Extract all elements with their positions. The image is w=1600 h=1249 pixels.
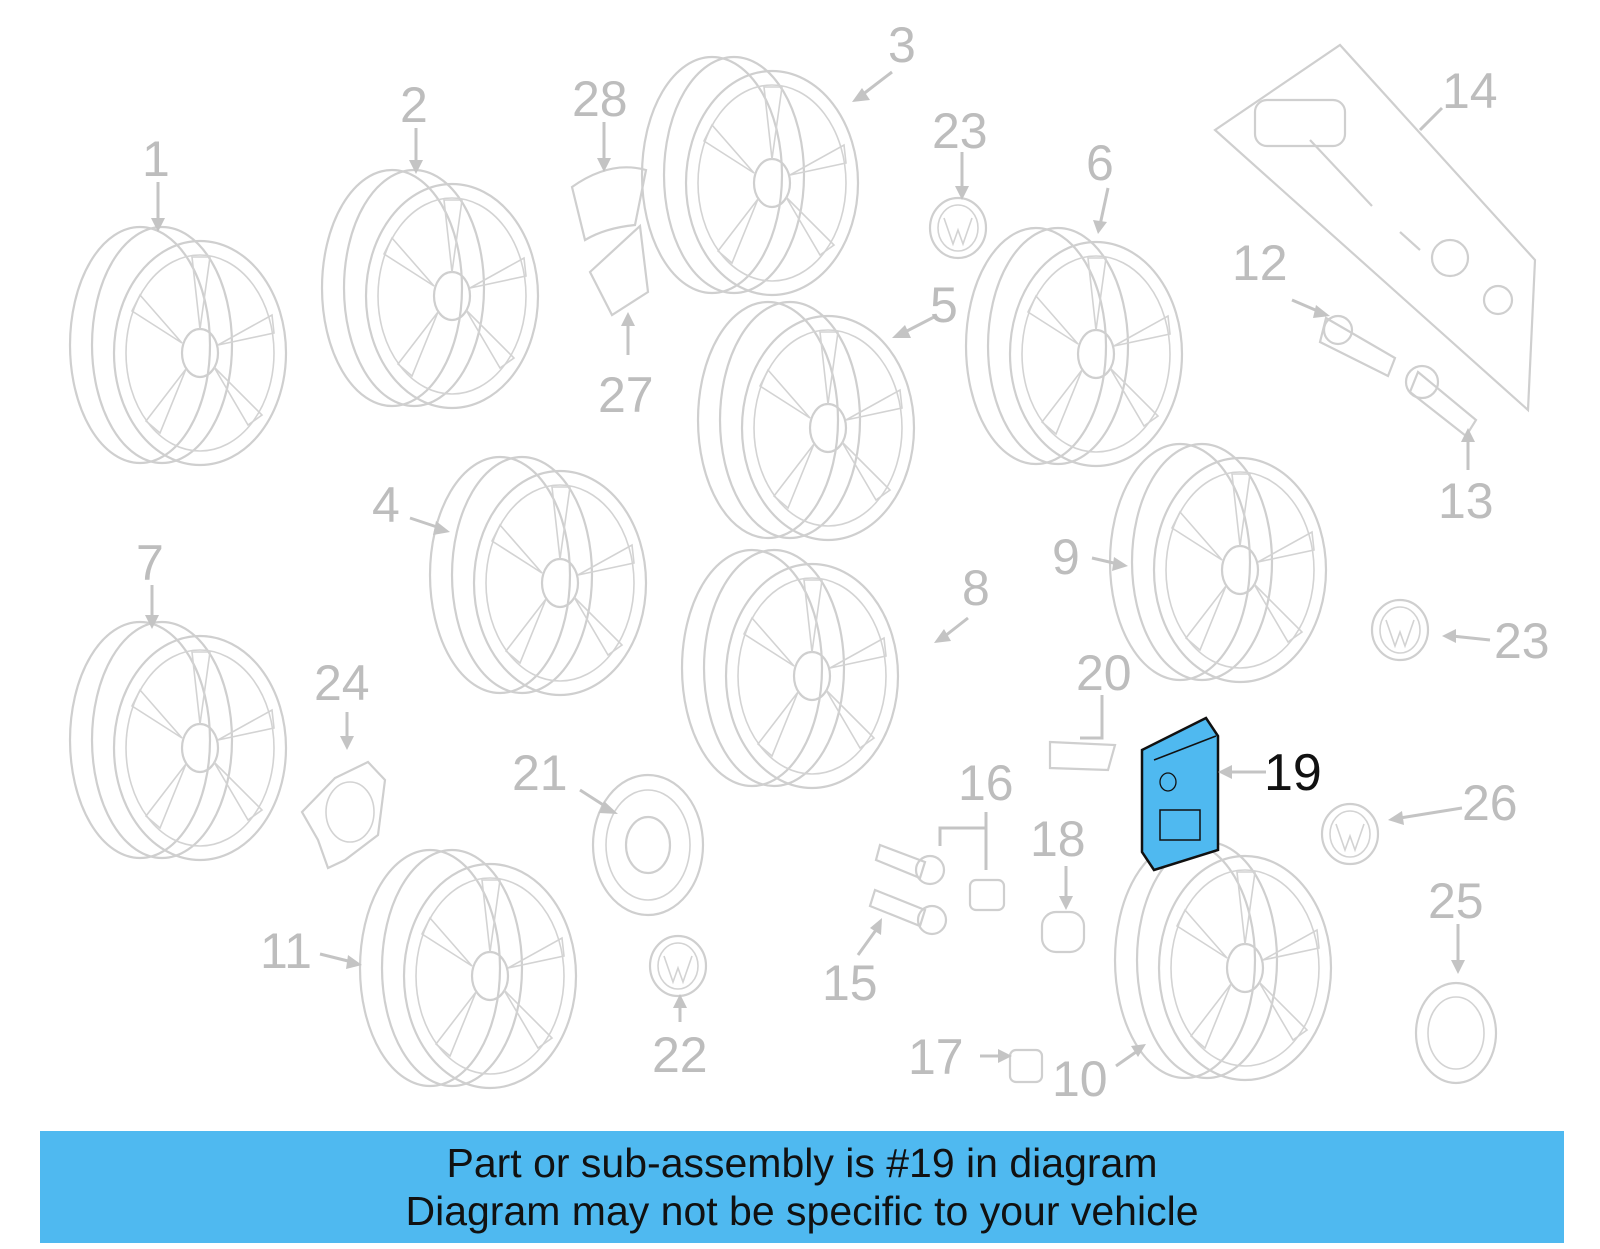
label-17: 17 bbox=[908, 1029, 964, 1085]
label-27: 27 bbox=[598, 367, 654, 423]
label-11: 11 bbox=[260, 923, 312, 979]
label-21: 21 bbox=[512, 745, 568, 801]
label-5: 5 bbox=[930, 277, 958, 333]
label-12: 12 bbox=[1232, 235, 1288, 291]
label-26: 26 bbox=[1462, 775, 1518, 831]
label-15: 15 bbox=[822, 955, 878, 1011]
center-cap-24 bbox=[300, 760, 387, 870]
label-19: 19 bbox=[1264, 744, 1322, 802]
label-13: 13 bbox=[1438, 473, 1494, 529]
emblem-cap-22 bbox=[648, 934, 708, 998]
label-28: 28 bbox=[572, 71, 628, 127]
label-25: 25 bbox=[1428, 873, 1484, 929]
caption-line-2: Diagram may not be specific to your vehi… bbox=[405, 1188, 1199, 1234]
label-14: 14 bbox=[1442, 63, 1498, 119]
leader-lines bbox=[145, 70, 1491, 1068]
label-22: 22 bbox=[652, 1027, 708, 1083]
emblem-cap-23-top bbox=[928, 196, 988, 260]
wheel-2 bbox=[320, 168, 540, 410]
wheel-7 bbox=[68, 620, 288, 862]
label-1: 1 bbox=[142, 131, 170, 187]
wheel-11 bbox=[358, 848, 578, 1090]
label-2: 2 bbox=[400, 77, 428, 133]
emblem-cap-26 bbox=[1320, 802, 1380, 866]
label-24: 24 bbox=[314, 655, 370, 711]
label-6: 6 bbox=[1086, 135, 1114, 191]
label-8: 8 bbox=[962, 560, 990, 616]
wheel-weights-27-28 bbox=[570, 166, 650, 317]
wheel-1 bbox=[68, 225, 288, 467]
center-cap-25 bbox=[1414, 981, 1498, 1085]
label-18: 18 bbox=[1030, 811, 1086, 867]
wheel-6 bbox=[964, 226, 1184, 468]
label-23-top: 23 bbox=[932, 103, 988, 159]
tpms-sensor-kit-14 bbox=[1213, 43, 1537, 413]
tire-pressure-label-19-highlighted bbox=[1140, 716, 1220, 872]
label-23-right: 23 bbox=[1494, 613, 1550, 669]
hub-cover-21 bbox=[591, 773, 705, 917]
valve-stem-12-13 bbox=[1318, 314, 1478, 438]
caption-line-1: Part or sub-assembly is #19 in diagram bbox=[446, 1140, 1158, 1186]
wheel-5 bbox=[696, 300, 916, 542]
label-3: 3 bbox=[888, 17, 916, 73]
wheel-9 bbox=[1108, 442, 1328, 684]
caption-banner: Part or sub-assembly is #19 in diagram D… bbox=[40, 1131, 1564, 1243]
label-9: 9 bbox=[1052, 529, 1080, 585]
label-4: 4 bbox=[372, 477, 400, 533]
wheel-4 bbox=[428, 455, 648, 697]
wheel-8 bbox=[680, 548, 900, 790]
wheel-10 bbox=[1113, 840, 1333, 1082]
label-7: 7 bbox=[136, 535, 164, 591]
label-16: 16 bbox=[958, 755, 1014, 811]
emblem-cap-23-right bbox=[1370, 598, 1430, 662]
label-20: 20 bbox=[1076, 645, 1132, 701]
wheel-3 bbox=[640, 55, 860, 297]
bolts-15-16-17-18 bbox=[868, 740, 1117, 1084]
label-10: 10 bbox=[1052, 1051, 1108, 1107]
